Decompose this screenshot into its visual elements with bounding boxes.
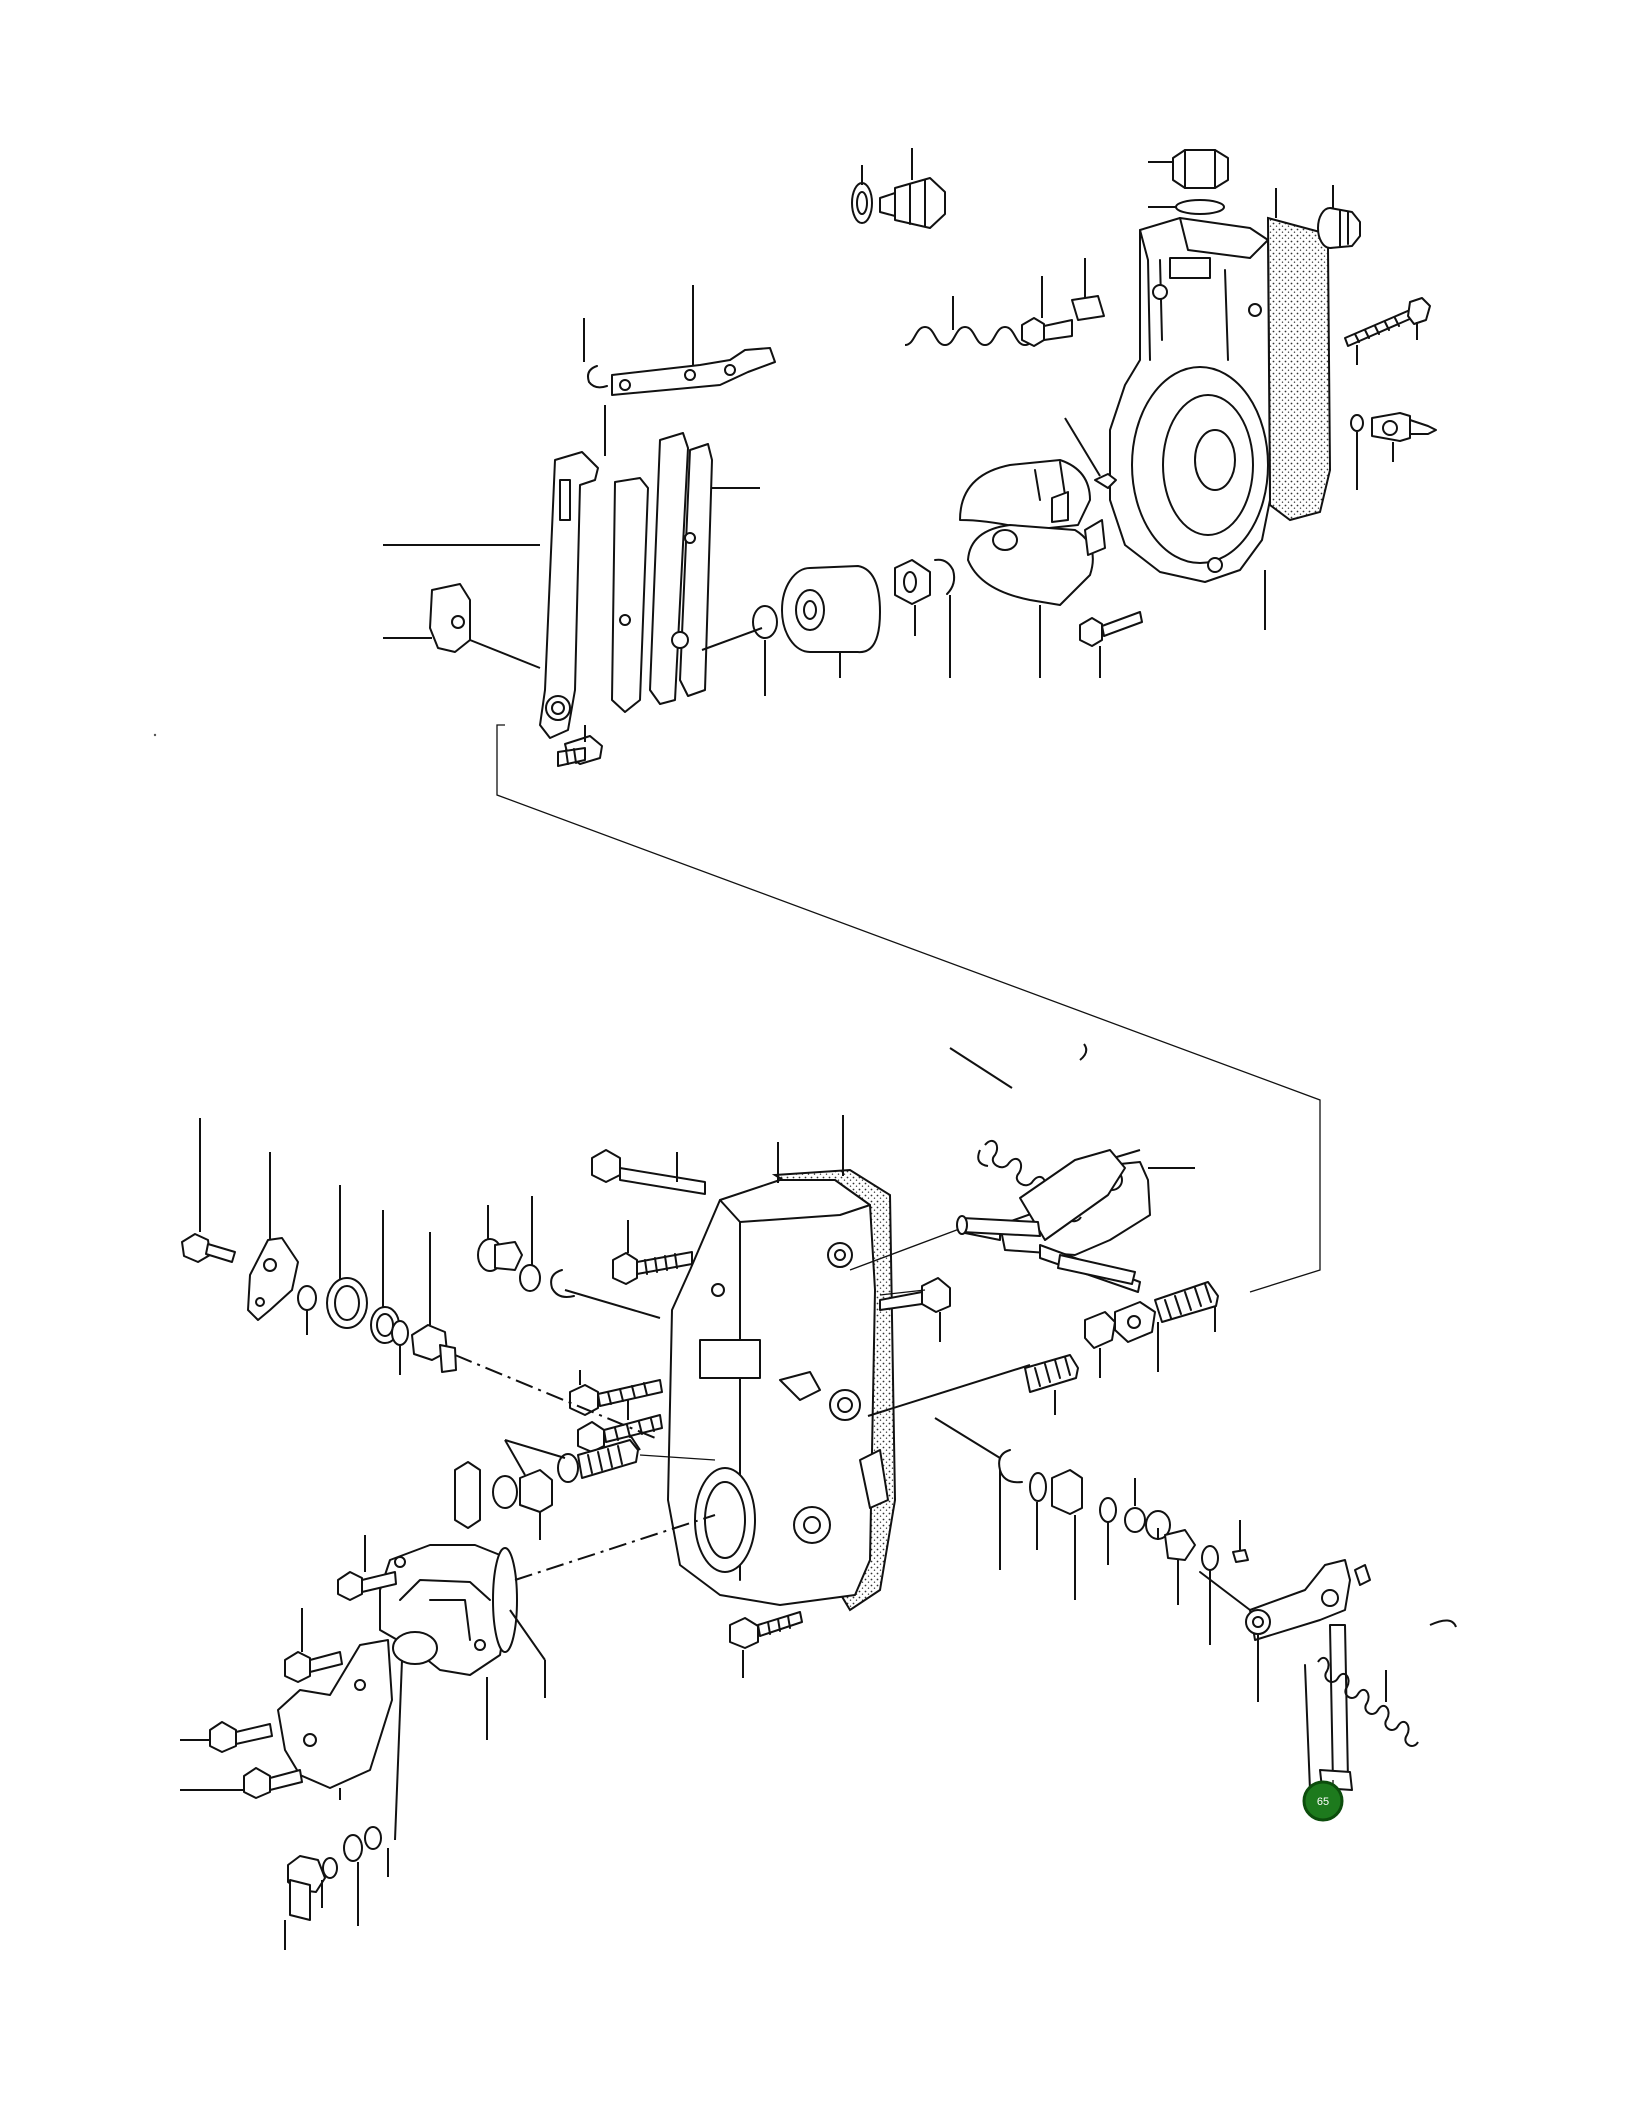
support-plate bbox=[277, 1639, 393, 1789]
adjust-screw bbox=[1350, 412, 1437, 442]
housing-bolt bbox=[1344, 297, 1431, 347]
set-screw-left bbox=[181, 1233, 236, 1263]
top-plug bbox=[1172, 149, 1229, 215]
control-lever bbox=[1199, 1559, 1371, 1791]
control-spring bbox=[1317, 1619, 1457, 1747]
lower-assembly bbox=[180, 1043, 1457, 1950]
plate-bolt-upper bbox=[209, 1721, 273, 1753]
housing-gasket bbox=[1266, 216, 1332, 522]
assembly-link-line bbox=[496, 724, 1321, 1293]
cam-plate bbox=[247, 1237, 299, 1321]
cover-o-ring bbox=[492, 1547, 518, 1653]
plate-bolt-lower bbox=[243, 1767, 303, 1799]
part-callout-65[interactable]: 65 bbox=[1302, 1780, 1344, 1822]
cover-bolt-mid bbox=[284, 1651, 343, 1683]
sliding-sleeve bbox=[894, 558, 956, 605]
flyweight-carrier bbox=[959, 459, 1106, 606]
governor-housing bbox=[1109, 217, 1271, 583]
guide-lever-assembly bbox=[539, 432, 713, 739]
mid-bolt bbox=[569, 1379, 663, 1416]
small-pin bbox=[1094, 473, 1117, 489]
cover-flange bbox=[379, 1544, 511, 1676]
control-rod bbox=[1304, 1664, 1311, 1791]
body-bolt-left bbox=[612, 1251, 693, 1285]
ring-a bbox=[326, 1277, 368, 1329]
c-clip bbox=[587, 365, 608, 389]
adjust-screw-lower bbox=[1024, 1354, 1079, 1393]
drum-washer bbox=[752, 605, 778, 639]
fitting-cluster-upper bbox=[477, 1238, 575, 1298]
carrier-bolt bbox=[1079, 611, 1143, 647]
o-ring-a bbox=[391, 1320, 409, 1346]
pump-body bbox=[667, 1179, 889, 1606]
screw-with-stud bbox=[577, 1414, 663, 1453]
lever-bolt bbox=[557, 735, 603, 767]
plunger-cluster bbox=[454, 1439, 639, 1529]
washer-a bbox=[297, 1285, 317, 1311]
adjust-screw-upper bbox=[1084, 1281, 1219, 1349]
shaft-and-bracket bbox=[956, 1149, 1136, 1285]
upper-assembly bbox=[383, 148, 1437, 767]
upper-tension-spring bbox=[904, 325, 1046, 347]
banjo-fitting bbox=[851, 177, 946, 229]
threaded-plug bbox=[1317, 207, 1361, 249]
plate-bolt bbox=[1021, 295, 1105, 347]
nut-cluster bbox=[287, 1826, 382, 1921]
stray-mark bbox=[153, 733, 157, 737]
top-stud bbox=[591, 1149, 706, 1195]
cover-bolt-top bbox=[337, 1571, 397, 1601]
governor-drum bbox=[781, 565, 881, 654]
body-bolt-lower bbox=[729, 1611, 803, 1649]
stop-bracket bbox=[429, 583, 471, 653]
union-nut bbox=[411, 1324, 457, 1373]
callout-label: 65 bbox=[1317, 1796, 1329, 1808]
connecting-bar bbox=[611, 347, 776, 396]
body-bolt-right bbox=[879, 1277, 951, 1313]
